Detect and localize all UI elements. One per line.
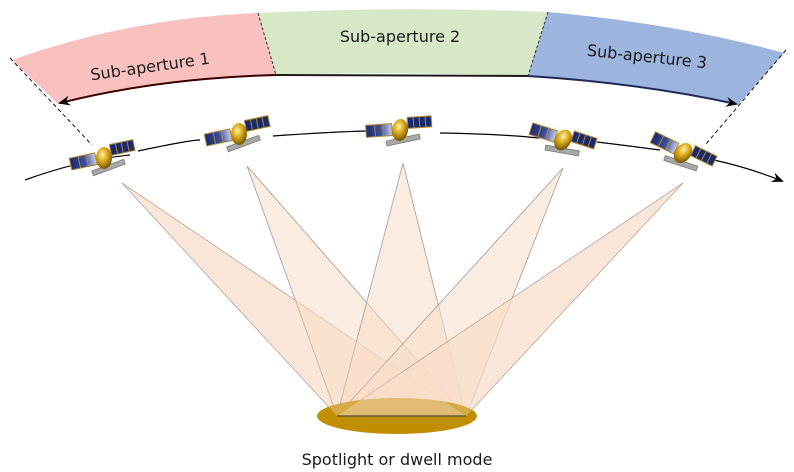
orbit-direction-arrow [713,159,784,182]
sub-aperture-3-band [528,12,784,105]
satellite-icon-2 [202,115,274,157]
satellite-icon-3 [361,106,438,157]
separator-2-3 [527,11,549,77]
satellite-icon-5 [640,115,722,192]
caption: Spotlight or dwell mode [302,450,493,469]
aperture-left-boundary [9,57,93,146]
aperture-arrow [58,74,277,106]
sub-aperture-2-band [258,9,548,77]
separator-1-2 [257,12,277,76]
aperture-arrow-mid [275,74,529,77]
aperture-arrow-right [527,75,738,107]
satellite-icon-4 [520,105,603,177]
radar-beams [121,162,684,417]
sub-aperture-1-band [12,13,276,104]
sub-aperture-2-label: Sub-aperture 2 [340,27,460,46]
satellite-icon-1 [67,139,139,181]
